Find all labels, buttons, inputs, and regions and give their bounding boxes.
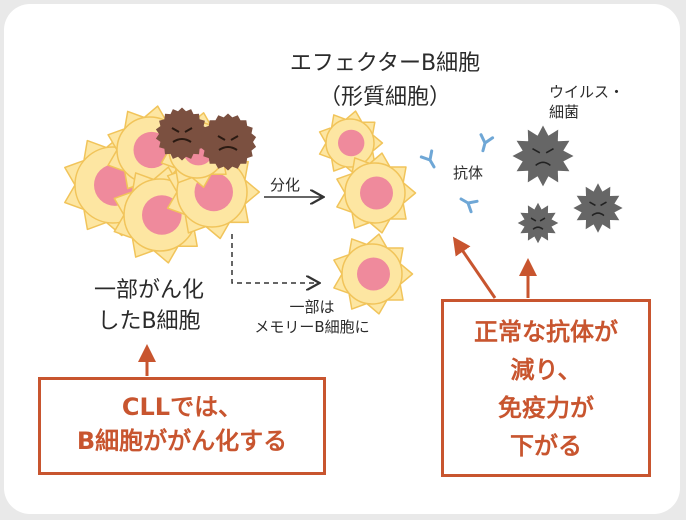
callout-right-line1: 正常な抗体が — [474, 318, 618, 346]
virus-icon — [512, 125, 574, 187]
antibody-icon — [479, 133, 495, 153]
effector-title: エフェクターB細胞 （形質細胞） — [270, 45, 500, 111]
cancer-cell-icon — [199, 113, 257, 171]
callout-right-line3: 免疫力が — [498, 394, 594, 422]
effector-title-line1: エフェクターB細胞 — [289, 51, 481, 76]
virus-label-line2: 細菌 — [549, 103, 580, 121]
callout-left-line2: B細胞ががん化する — [76, 427, 288, 455]
callout-right-arrow-1 — [452, 236, 497, 299]
memory-arrow — [231, 234, 318, 283]
callout-right-line2: 減り、 — [510, 356, 582, 384]
effector-b-cell-icon — [318, 110, 384, 176]
memory-label-line2: メモリーB細胞に — [254, 318, 370, 336]
differentiation-label: 分化 — [270, 176, 301, 194]
cancer-cell-label-line2: したB細胞 — [97, 309, 201, 334]
callout-left-line1: CLLでは、 — [121, 393, 243, 421]
virus-label-line1: ウイルス・ — [549, 83, 625, 101]
virus-icon — [573, 183, 623, 233]
effector-b-cell-icon — [336, 152, 417, 234]
memory-label: 一部は メモリーB細胞に — [232, 297, 392, 337]
virus-icon — [517, 202, 559, 244]
memory-label-line1: 一部は — [289, 298, 335, 316]
memory-b-cell-icon — [333, 233, 414, 315]
cancer-cell-label-line1: 一部がん化 — [93, 278, 204, 303]
cancer-cell-label: 一部がん化 したB細胞 — [64, 275, 234, 337]
antibody-icon — [459, 197, 479, 214]
callout-left: CLLでは、 B細胞ががん化する — [38, 377, 326, 475]
antibody-icon — [419, 149, 436, 169]
callout-right-line4: 下がる — [510, 432, 582, 460]
callout-right: 正常な抗体が 減り、 免疫力が 下がる — [441, 299, 651, 477]
virus-label: ウイルス・ 細菌 — [549, 82, 624, 122]
cancer-cell-icon — [155, 107, 209, 161]
effector-title-line2: （形質細胞） — [318, 85, 451, 110]
antibody-label: 抗体 — [453, 164, 484, 182]
